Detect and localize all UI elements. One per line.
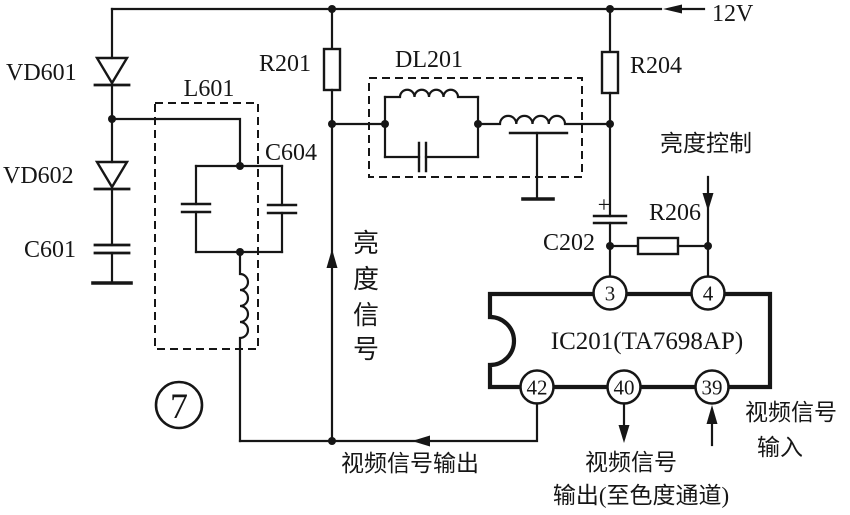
- dl201-dashed-box: [368, 77, 583, 178]
- down-arrow-icon: [618, 425, 630, 443]
- diode-chain: VD601 VD602 C601: [3, 7, 133, 285]
- ic201-block: 3 4 42 40 39 IC201(TA7698AP): [487, 275, 773, 405]
- r206-resistor-icon: [636, 236, 680, 256]
- down-arrow-icon: [702, 193, 714, 211]
- l601-label: L601: [184, 76, 235, 102]
- figure-number-circle: [154, 380, 204, 430]
- junction-dot: [474, 120, 482, 128]
- ic-pin-39: [694, 369, 730, 405]
- dl201-cap-plates: [417, 141, 428, 173]
- pin4-number: 4: [703, 282, 714, 306]
- vd602-diode-icon: [94, 160, 130, 190]
- r204-branch: + R204 C202: [543, 5, 682, 278]
- l601-coil-icon: [238, 250, 250, 443]
- up-arrow-icon: [326, 249, 338, 268]
- ic-pin-3: [592, 275, 628, 311]
- pin39-input: 视频信号 输入: [706, 400, 837, 460]
- r204-resistor-icon: [600, 50, 620, 95]
- ic201-body: [487, 291, 773, 390]
- junction-dot: [381, 120, 389, 128]
- wire: [238, 402, 539, 443]
- junction-dot: [328, 5, 336, 13]
- pin42-number: 42: [527, 376, 548, 400]
- power-rail: 12V: [110, 1, 754, 27]
- dl201-delay-line: DL201: [368, 47, 612, 201]
- dl201-label: DL201: [395, 47, 463, 73]
- left-arrow-icon: [412, 435, 430, 447]
- rail-arrow-left-icon: [663, 4, 682, 14]
- c604-cap-plates: [266, 203, 298, 215]
- c202-label: C202: [543, 230, 595, 256]
- video-out-chroma-line2: 输出(至色度通道): [553, 483, 729, 508]
- pin40-output: 视频信号 输出(至色度通道): [553, 402, 729, 508]
- figure-number: 7: [154, 380, 204, 430]
- junction-dot: [236, 162, 244, 170]
- brightness-control-label: 亮度控制: [660, 131, 752, 156]
- video-signal-output-label: 视频信号输出: [341, 451, 479, 476]
- pin39-number: 39: [702, 376, 723, 400]
- vd601-diode-icon: [94, 56, 130, 86]
- ic201-label: IC201(TA7698AP): [551, 328, 743, 355]
- r204-label: R204: [630, 53, 682, 79]
- r201-resistor-icon: [322, 47, 342, 92]
- r206-label: R206: [649, 200, 701, 226]
- junction-dot: [606, 5, 614, 13]
- pin3-number: 3: [605, 282, 616, 306]
- junction-dot: [704, 242, 712, 250]
- junction-dot: [606, 120, 614, 128]
- video-output-wire: 视频信号输出: [238, 402, 539, 476]
- dl201-coil1-icon: [383, 88, 480, 99]
- r201-branch: R201: [259, 5, 387, 445]
- video-out-chroma-line1: 视频信号: [585, 450, 677, 475]
- brightness-control-network: R206 亮度控制: [608, 131, 752, 278]
- brightness-signal-char: 亮: [353, 229, 379, 258]
- l601-trap-circuit: L601 C604: [110, 76, 317, 443]
- brightness-signal-char: 号: [353, 335, 379, 364]
- wire: [110, 117, 242, 168]
- supply-voltage-label: 12V: [712, 1, 754, 27]
- pin40-number: 40: [614, 376, 635, 400]
- l601-cap-plates: [180, 202, 212, 214]
- vd602-label: VD602: [3, 163, 74, 189]
- c601-label: C601: [24, 237, 76, 263]
- brightness-signal-char: 度: [353, 265, 379, 294]
- c604-label: C604: [265, 140, 317, 166]
- vd601-label: VD601: [6, 60, 77, 86]
- up-arrow-icon: [706, 405, 718, 424]
- brightness-signal-label: 亮 度 信 号: [353, 229, 379, 364]
- c202-polarity-plus: +: [598, 192, 610, 217]
- video-input-line1: 视频信号: [745, 400, 837, 425]
- brightness-signal-char: 信: [353, 301, 379, 330]
- video-input-line2: 输入: [757, 435, 803, 460]
- junction-dot: [236, 248, 244, 256]
- l601-dashed-box: [154, 102, 259, 350]
- ic-pin-4: [690, 275, 726, 311]
- junction-dot: [328, 120, 336, 128]
- figure-number-text: 7: [170, 386, 188, 426]
- dl201-coil2-icon: [476, 114, 612, 126]
- r201-label: R201: [259, 51, 311, 77]
